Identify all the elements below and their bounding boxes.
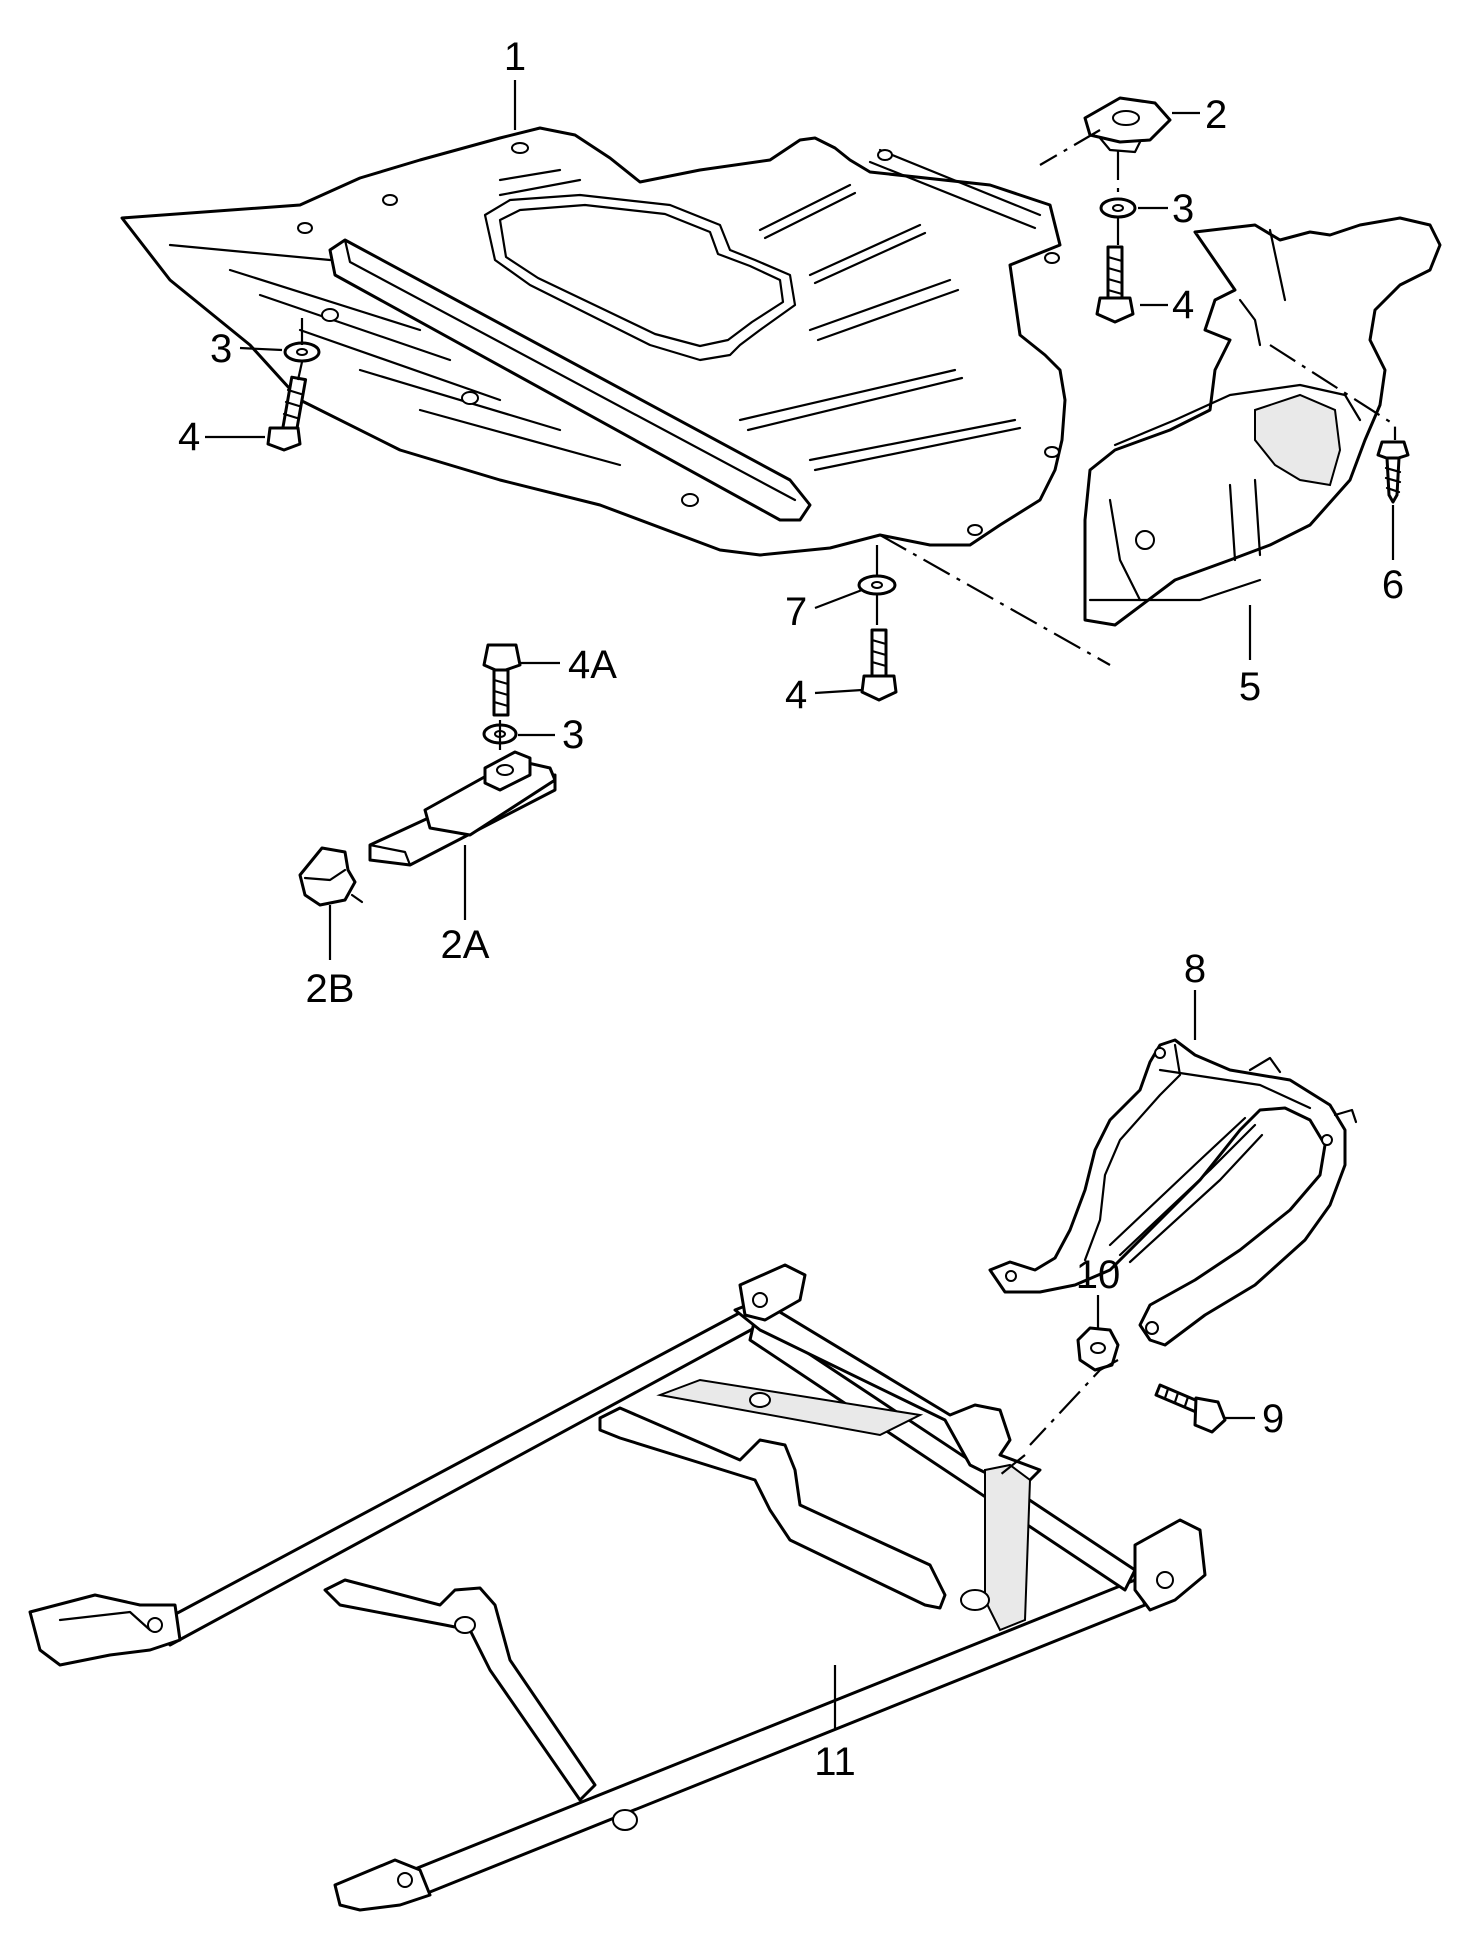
label-part-4a: 4A [568,643,617,687]
leader-lines [205,80,1395,1730]
clip-nut [1083,96,1172,154]
label-part-11: 11 [814,1740,856,1784]
label-part-3-middle: 3 [562,713,584,757]
bolt-left [266,375,308,452]
label-part-9: 9 [1262,1397,1284,1441]
underbody-panel [120,126,1067,557]
nut-10 [1076,1326,1120,1372]
bolt-9 [1154,1383,1227,1434]
label-part-4-bottom: 4 [785,673,807,717]
bolt-4a [482,643,522,717]
label-part-1: 1 [504,35,526,79]
clip-2b [298,846,364,907]
label-part-3-top: 3 [1172,187,1194,231]
assembly-lines [296,129,1397,1476]
label-part-2a: 2A [441,923,490,967]
label-part-2b: 2B [306,967,355,1011]
label-part-4-left: 4 [178,415,200,459]
label-part-4-top: 4 [1172,283,1194,327]
label-part-6: 6 [1382,563,1404,607]
label-part-5: 5 [1239,665,1261,709]
label-part-7: 7 [785,590,807,634]
support-bracket [988,1038,1358,1347]
part-labels: 1 2 3 4 3 4 4A 3 2A 2B 7 4 5 6 8 10 9 11 [178,35,1404,1784]
bolt-bottom [860,628,898,702]
label-part-10: 10 [1076,1253,1121,1297]
side-shield-panel [1083,216,1442,627]
subframe [28,1263,1207,1912]
label-part-3-left: 3 [210,327,232,371]
nut-plate [368,750,557,867]
screw-6 [1376,440,1410,504]
label-part-8: 8 [1184,947,1206,991]
label-part-2: 2 [1205,93,1227,137]
bolt-top [1095,245,1135,324]
